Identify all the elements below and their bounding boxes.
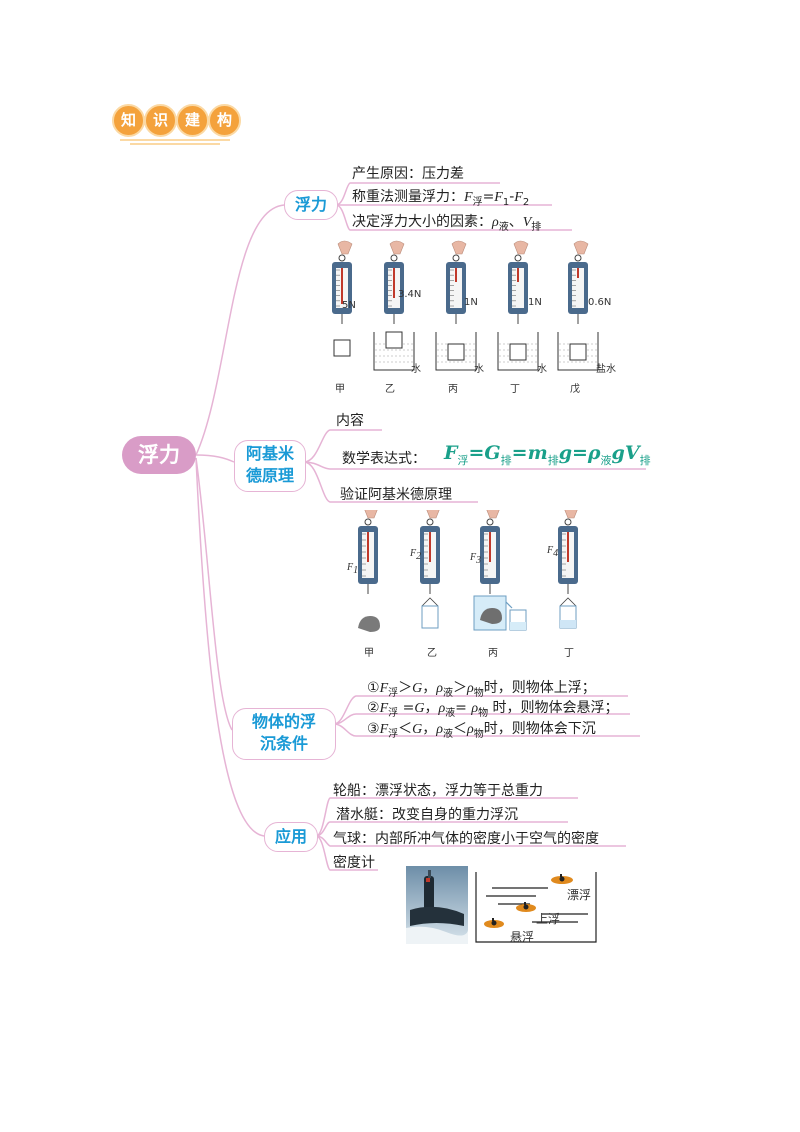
leaf-hydrometer: 密度计 <box>333 855 375 871</box>
liquid-label: 水 <box>537 364 547 375</box>
caption-label: 丁 <box>510 384 520 395</box>
spring-scale-icon <box>568 240 589 324</box>
state-label: 悬浮 <box>510 930 535 944</box>
leaf-balloon: 气球：内部所冲气体的密度小于空气的密度 <box>333 831 599 847</box>
spring-scale-icon <box>358 510 378 594</box>
branch-buoyancy: 浮力 <box>284 190 338 220</box>
caption-label: 甲 <box>335 384 345 395</box>
branch-archimedes-line2: 德原理 <box>245 466 294 485</box>
spring-scale-icon <box>420 510 440 594</box>
condition-line: ③F浮＜G，ρ液＜ρ物时，则物体会下沉 <box>367 721 596 740</box>
spring-scale-icon <box>558 510 578 594</box>
liquid-label: 盐水 <box>596 364 616 375</box>
liquid-label: 水 <box>474 364 484 375</box>
reading-label: 5N <box>342 300 356 311</box>
state-label: 上浮 <box>536 912 561 926</box>
archimedes-formula: F浮=G排=m排g=ρ液gV排 <box>444 442 651 467</box>
leaf-weighing-method: 称重法测量浮力：F浮=F1-F2 <box>352 189 530 208</box>
leaf-submarine: 潜水艇：改变自身的重力浮沉 <box>336 807 518 823</box>
caption-label: 乙 <box>427 648 437 659</box>
leaf-content: 内容 <box>336 413 364 429</box>
submarine-icons <box>484 874 573 928</box>
header-stripes-icon <box>120 139 230 145</box>
spring-scale-icon <box>446 240 467 324</box>
state-label: 漂浮 <box>567 888 592 902</box>
caption-label: 丁 <box>564 648 574 659</box>
spring-scale-figure <box>332 240 599 371</box>
header-char: 构 <box>208 104 241 137</box>
leaf-factors: 决定浮力大小的因素：ρ液、V排 <box>352 214 542 233</box>
force-label: F2 <box>410 548 422 562</box>
liquid-label: 水 <box>411 364 421 375</box>
branch-archimedes-line1: 阿基米 <box>245 444 294 463</box>
force-label: F4 <box>547 545 559 559</box>
spring-scale-icon <box>508 240 529 324</box>
leaf-verify: 验证阿基米德原理 <box>340 487 452 503</box>
leaf-ship: 轮船：漂浮状态，浮力等于总重力 <box>333 783 543 799</box>
branch-conditions-line2: 沉条件 <box>259 734 308 753</box>
reading-label: 0.6N <box>588 297 612 308</box>
caption-label: 乙 <box>385 384 395 395</box>
caption-label: 丙 <box>448 384 458 395</box>
reading-label: 1N <box>528 297 542 308</box>
branch-conditions-line1: 物体的浮 <box>251 712 316 731</box>
header-char: 知 <box>112 104 145 137</box>
force-label: F3 <box>470 552 482 566</box>
leaf-expression-prefix: 数学表达式： <box>342 451 426 467</box>
branch-archimedes: 阿基米 德原理 <box>234 440 306 492</box>
condition-line: ②F浮 =G，ρ液= ρ物 时，则物体会悬浮； <box>367 700 619 719</box>
reading-label: 1N <box>464 297 478 308</box>
header-char: 识 <box>144 104 177 137</box>
branch-float-sink-conditions: 物体的浮 沉条件 <box>232 708 336 760</box>
root-node: 浮力 <box>122 436 196 474</box>
reading-label: 3.4N <box>398 289 422 300</box>
submarine-photo <box>406 866 468 944</box>
caption-label: 戊 <box>570 384 580 395</box>
caption-label: 甲 <box>364 648 374 659</box>
force-label: F1 <box>347 562 359 576</box>
spring-scale-icon <box>384 240 405 324</box>
spring-scale-icon <box>480 510 500 594</box>
archimedes-experiment-figure <box>358 510 578 632</box>
spring-scale-icon <box>332 240 353 324</box>
condition-line: ①F浮＞G，ρ液＞ρ物时，则物体上浮； <box>367 680 596 699</box>
leaf-cause: 产生原因：压力差 <box>352 166 464 182</box>
caption-label: 丙 <box>488 648 498 659</box>
submarine-state-diagram <box>475 872 597 943</box>
branch-applications: 应用 <box>264 822 318 852</box>
header-char: 建 <box>176 104 209 137</box>
